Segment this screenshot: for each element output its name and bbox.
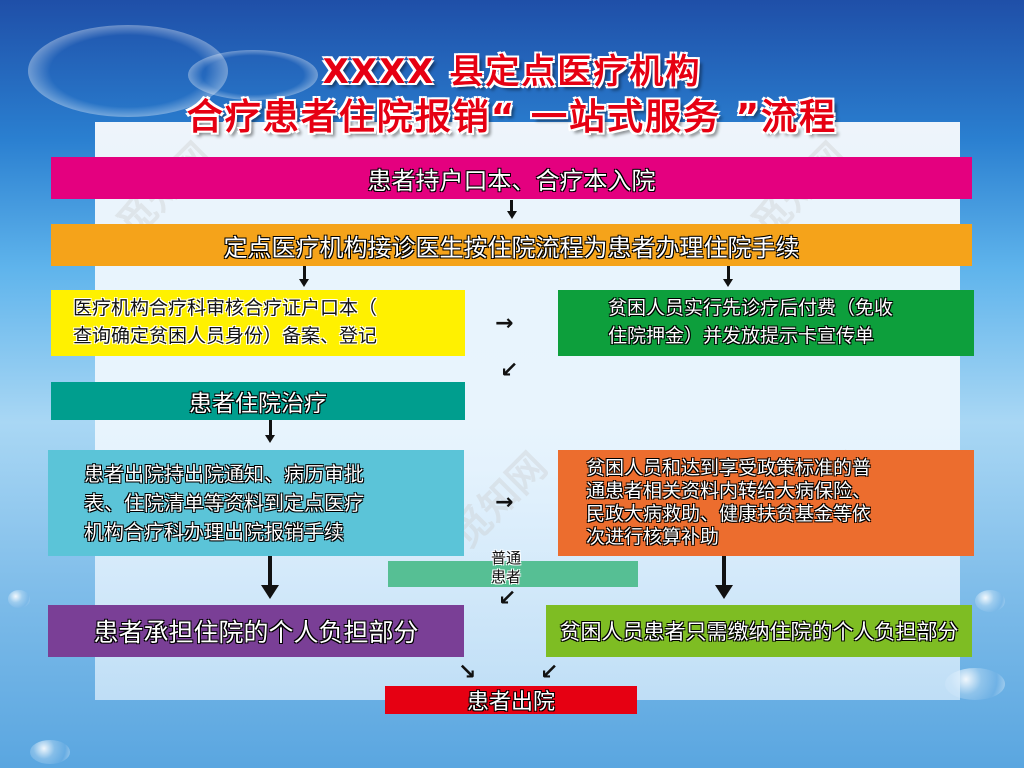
step-identity-verification: 医疗机构合疗科审核合疗证户口本（ 查询确定贫困人员身份）备案、登记: [51, 290, 465, 356]
step-registration: 定点医疗机构接诊医生按住院流程为患者办理住院手续: [51, 224, 972, 266]
step-registration-label: 定点医疗机构接诊医生按住院流程为患者办理住院手续: [223, 233, 800, 262]
step-discharge-line3: 机构合疗科办理出院报销手续: [84, 519, 344, 544]
step-discharge-line1: 患者出院持出院通知、病历审批: [84, 461, 364, 486]
step-subsidy-line4: 次进行核算补助: [586, 525, 720, 548]
connector-line: [268, 556, 272, 586]
step-discharge-reimbursement: 患者出院持出院通知、病历审批 表、住院清单等资料到定点医疗 机构合疗科办理出院报…: [48, 450, 464, 556]
step-deferred-payment: 贫困人员实行先诊疗后付费（免收 住院押金）并发放提示卡宣传单: [558, 290, 974, 356]
step-admission-label: 患者持户口本、合疗本入院: [367, 166, 656, 195]
water-drop-decoration: [30, 740, 70, 764]
page-title-line2: 合疗患者住院报销“ 一站式服务 ”流程: [186, 97, 838, 138]
connector-line: [303, 266, 306, 280]
arrow-down-left-icon: ↙: [498, 586, 517, 611]
page-title-line1: XXXX 县定点医疗机构: [322, 52, 702, 92]
step-deferred-payment-line1: 贫困人员实行先诊疗后付费（免收: [608, 297, 894, 320]
step-discharge-line2: 表、住院清单等资料到定点医疗: [84, 490, 364, 515]
arrow-down-left-icon: ↙: [540, 660, 559, 685]
step-subsidy-line2: 通患者相关资料内转给大病保险、: [586, 480, 872, 503]
branch-label-line2: 患者: [490, 567, 521, 586]
step-identity-verification-line2: 查询确定贫困人员身份）备案、登记: [73, 325, 378, 347]
step-deferred-payment-line2: 住院押金）并发放提示卡宣传单: [608, 325, 875, 347]
arrow-down-icon: [299, 279, 309, 287]
arrow-right-icon: →: [495, 311, 514, 336]
step-admission: 患者持户口本、合疗本入院: [51, 157, 972, 199]
arrow-down-icon: [723, 279, 733, 287]
water-drop-decoration: [8, 590, 30, 608]
step-subsidy-line3: 民政大病救助、健康扶贫基金等依: [586, 503, 872, 525]
background-bubble-small: [188, 50, 318, 100]
branch-label-ordinary-patients: 普通 患者: [486, 549, 526, 587]
arrow-down-icon: [715, 585, 733, 599]
connector-line: [510, 200, 513, 212]
connector-line: [727, 266, 730, 280]
arrow-down-left-icon: ↙: [500, 358, 519, 383]
step-poor-patient-personal-share: 贫困人员患者只需缴纳住院的个人负担部分: [546, 605, 972, 657]
connector-line: [722, 556, 726, 586]
step-subsidy-accounting: 贫困人员和达到享受政策标准的普 通患者相关资料内转给大病保险、 民政大病救助、健…: [558, 450, 974, 556]
branch-label-line1: 普通: [490, 549, 521, 567]
branch-strip: [388, 561, 638, 587]
step-discharge-final: 患者出院: [385, 686, 637, 715]
step-hospital-treatment: 患者住院治疗: [51, 382, 465, 420]
arrow-down-icon: [261, 585, 279, 599]
step-patient-personal-share-label: 患者承担住院的个人负担部分: [93, 618, 419, 647]
water-drop-decoration: [975, 590, 1005, 612]
step-hospital-treatment-label: 患者住院治疗: [189, 391, 327, 417]
step-subsidy-line1: 贫困人员和达到享受政策标准的普: [586, 457, 872, 480]
arrow-down-icon: [507, 211, 517, 219]
arrow-down-icon: [265, 435, 275, 443]
step-poor-patient-personal-share-label: 贫困人员患者只需缴纳住院的个人负担部分: [559, 620, 959, 644]
arrow-right-icon: →: [495, 490, 514, 515]
step-identity-verification-line1: 医疗机构合疗科审核合疗证户口本（: [73, 297, 378, 320]
step-patient-personal-share: 患者承担住院的个人负担部分: [48, 605, 464, 657]
arrow-down-right-icon: ↘: [458, 660, 477, 685]
step-discharge-final-label: 患者出院: [466, 690, 555, 715]
connector-line: [269, 420, 272, 436]
